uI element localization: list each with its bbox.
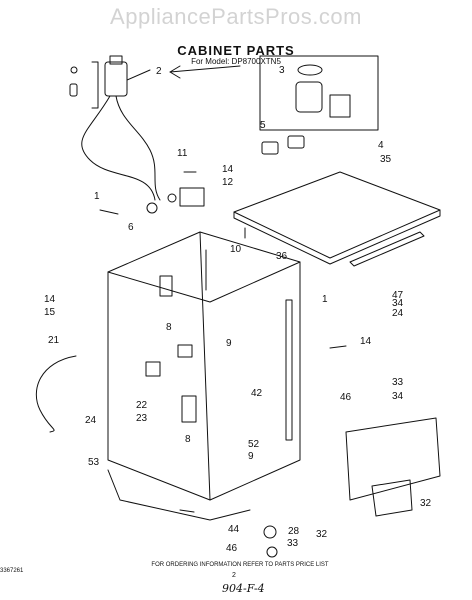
callout-52: 53 (88, 457, 100, 468)
callout-30: 34 (392, 391, 404, 402)
callout-8a: 8 (166, 322, 172, 333)
callout-22: 22 (136, 400, 148, 411)
part-12-bracket (179, 187, 205, 207)
panel-8-c (145, 361, 161, 377)
callout-51: 52 (248, 439, 260, 450)
callout-14a: 14 (222, 164, 234, 175)
callout-31: 32 (420, 498, 432, 509)
callout-5: 1 (94, 191, 100, 202)
page-number: 2 (232, 572, 236, 579)
callout-21: 21 (48, 335, 60, 346)
callout-24a: 24 (392, 308, 404, 319)
callout-32: 32 (316, 529, 328, 540)
part-50-fitting (69, 83, 78, 97)
callout-43: 44 (228, 524, 240, 535)
callout-23: 23 (136, 413, 148, 424)
handwritten-note: 904-F-4 (222, 582, 265, 595)
callout-9a: 9 (226, 338, 232, 349)
callout-1: 1 (322, 294, 328, 305)
callout-9b: 9 (248, 451, 254, 462)
panel-8-d (181, 395, 197, 423)
callout-33: 33 (287, 538, 299, 549)
part-code: 3367261 (0, 568, 24, 574)
part-7-assembly (295, 81, 323, 113)
callout-14c: 14 (360, 336, 372, 347)
callout-10: 10 (230, 244, 242, 255)
part-4-b (287, 135, 305, 149)
part-2-pump (104, 61, 128, 97)
part-47-strip (349, 231, 425, 267)
part-30-panel (345, 417, 441, 501)
callout-11: 11 (177, 148, 188, 159)
part-5-screw (99, 209, 119, 215)
part-49-washer (70, 66, 78, 74)
part-11-clip (167, 193, 177, 203)
callout-3: 4 (378, 140, 384, 151)
part-43-leveler (263, 525, 277, 539)
part-2-pump-top (109, 55, 123, 65)
callout-46: 46 (340, 392, 352, 403)
bracket-48 (91, 61, 99, 109)
callout-12: 12 (222, 177, 234, 188)
watermark: AppliancePartsPros.com (110, 4, 362, 29)
callout-7: 3 (279, 65, 285, 76)
part-34-countertop (233, 171, 441, 259)
part-52-base (107, 469, 251, 521)
part-21-cord (35, 355, 77, 433)
callout-8b: 8 (185, 434, 191, 445)
detail-box (259, 55, 379, 131)
callout-14b: 14 (44, 294, 56, 305)
part-3-fitting (329, 94, 351, 118)
callout-35: 34 (392, 298, 404, 309)
callout-29: 33 (392, 377, 404, 388)
part-44-caster (266, 546, 278, 558)
part-4-a (261, 141, 279, 155)
part-7-ring (297, 64, 323, 76)
callout-24b: 24 (85, 415, 97, 426)
panel-8-b (177, 344, 193, 358)
callout-36: 36 (276, 251, 288, 262)
diagram-title: CABINET PARTS (177, 43, 295, 58)
part-6-clamp (146, 202, 158, 214)
drain-hose (115, 95, 161, 201)
callout-42: 42 (251, 388, 263, 399)
part-1-cabinet (107, 231, 301, 501)
panel-8-a (159, 275, 173, 297)
callout-15: 15 (44, 307, 56, 318)
callout-labels: 2 3 5 4 35 11 14 12 1 6 10 36 1 47 34 24… (44, 65, 432, 554)
callout-4: 5 (260, 120, 266, 131)
model-line: For Model: DP8700XTN5 (191, 57, 281, 66)
callout-6: 6 (128, 222, 134, 233)
part-31-handle (371, 479, 413, 517)
part-42-rail (285, 299, 293, 441)
callout-44: 46 (226, 543, 238, 554)
footer-note: FOR ORDERING INFORMATION REFER TO PARTS … (151, 562, 329, 568)
callout-47: 47 (392, 290, 404, 301)
callout-2: 2 (156, 66, 162, 77)
callout-34: 35 (380, 154, 392, 165)
callout-28: 28 (288, 526, 300, 537)
